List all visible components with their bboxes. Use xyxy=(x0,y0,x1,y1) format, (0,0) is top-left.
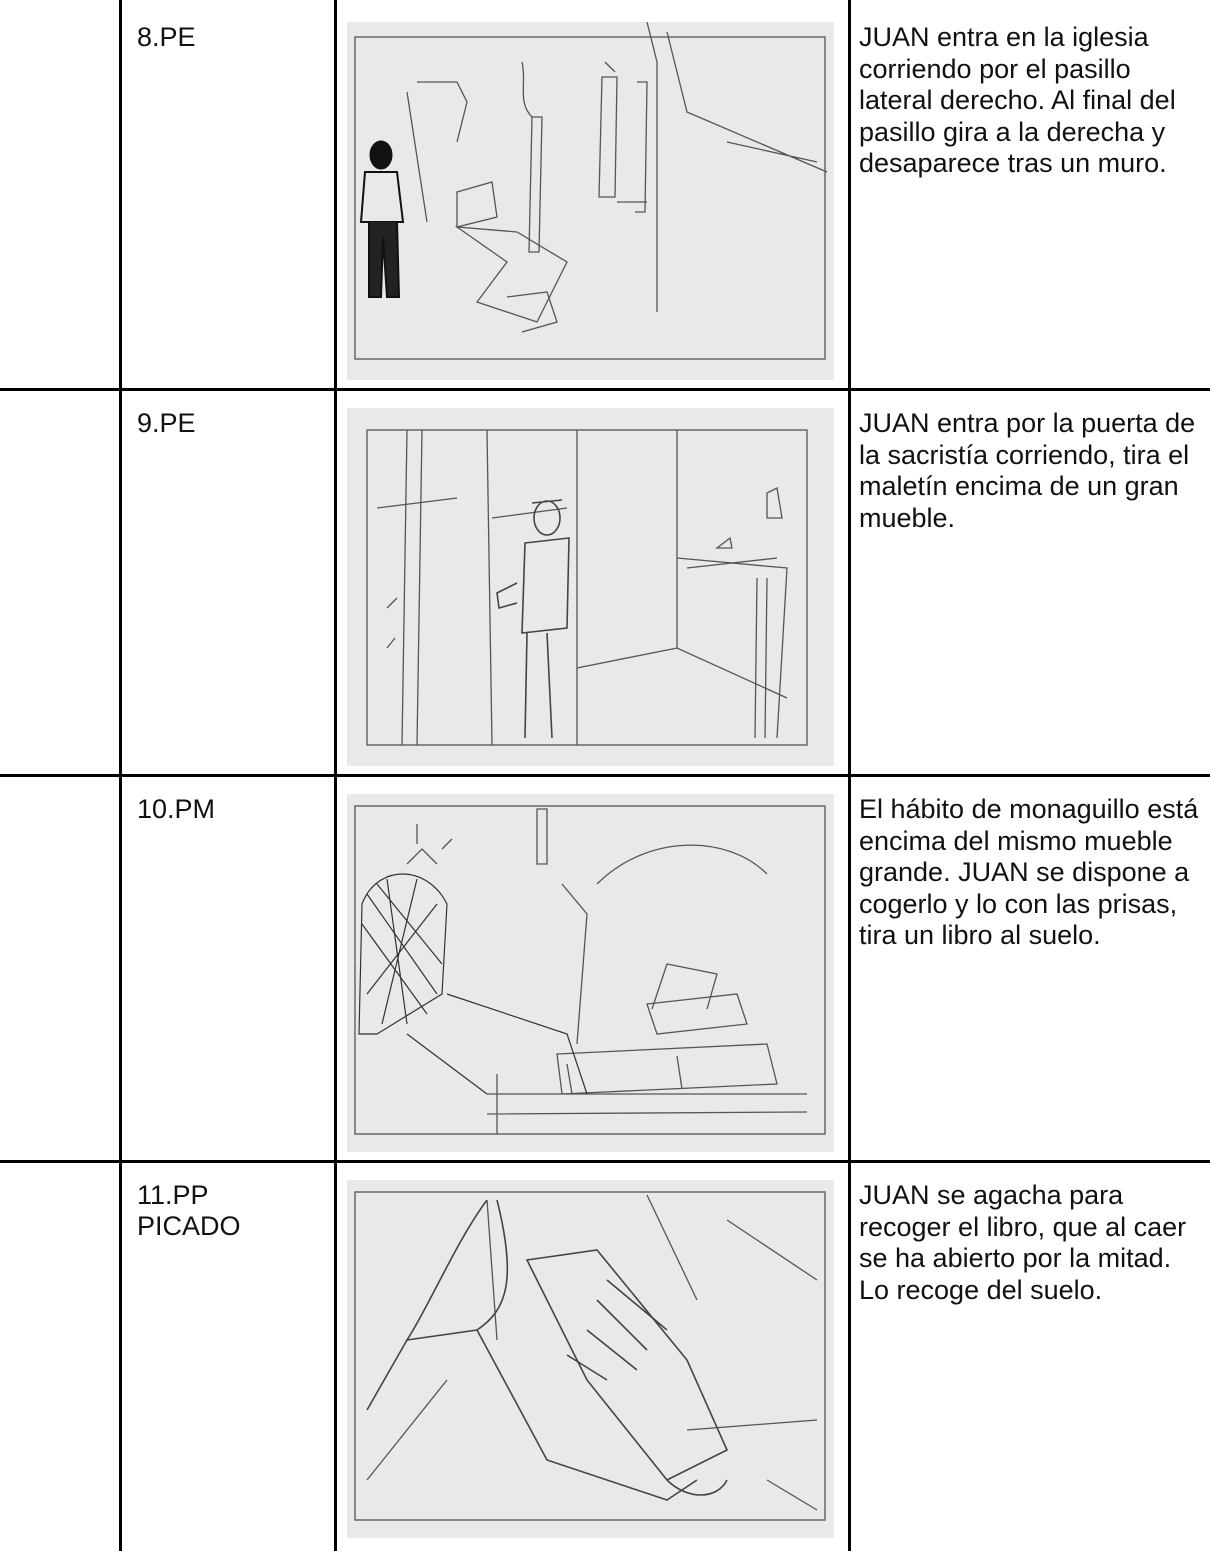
grid-line xyxy=(0,388,1210,391)
hands-book-sketch-image xyxy=(354,1191,826,1521)
sketch-frame xyxy=(347,408,834,766)
shot-description: El hábito de monaguillo está encima del … xyxy=(859,794,1199,950)
shot-description: JUAN entra en la iglesia corriendo por e… xyxy=(859,22,1176,178)
hands-figure xyxy=(366,1199,729,1501)
boy-figure xyxy=(496,499,570,739)
sketch-frame xyxy=(347,1180,834,1538)
corridor-sketch-image xyxy=(354,22,828,360)
shot-description: JUAN se agacha para recoger el libro, qu… xyxy=(859,1180,1187,1305)
shot-label: 8.PE xyxy=(137,22,196,52)
books-sketch-image xyxy=(354,805,826,1135)
boy-back xyxy=(358,873,588,1095)
boy-figure xyxy=(359,140,405,298)
sacristy-sketch-image xyxy=(366,429,808,746)
shot-label: 10.PM xyxy=(137,794,216,824)
sketch-frame xyxy=(347,22,834,380)
shot-label: 11.PP PICADO xyxy=(137,1180,241,1241)
shot-label: 9.PE xyxy=(137,408,196,438)
shot-description: JUAN entra por la puerta de la sacristía… xyxy=(859,408,1196,533)
grid-line xyxy=(0,774,1210,777)
grid-line xyxy=(0,1160,1210,1163)
sketch-frame xyxy=(347,794,834,1152)
